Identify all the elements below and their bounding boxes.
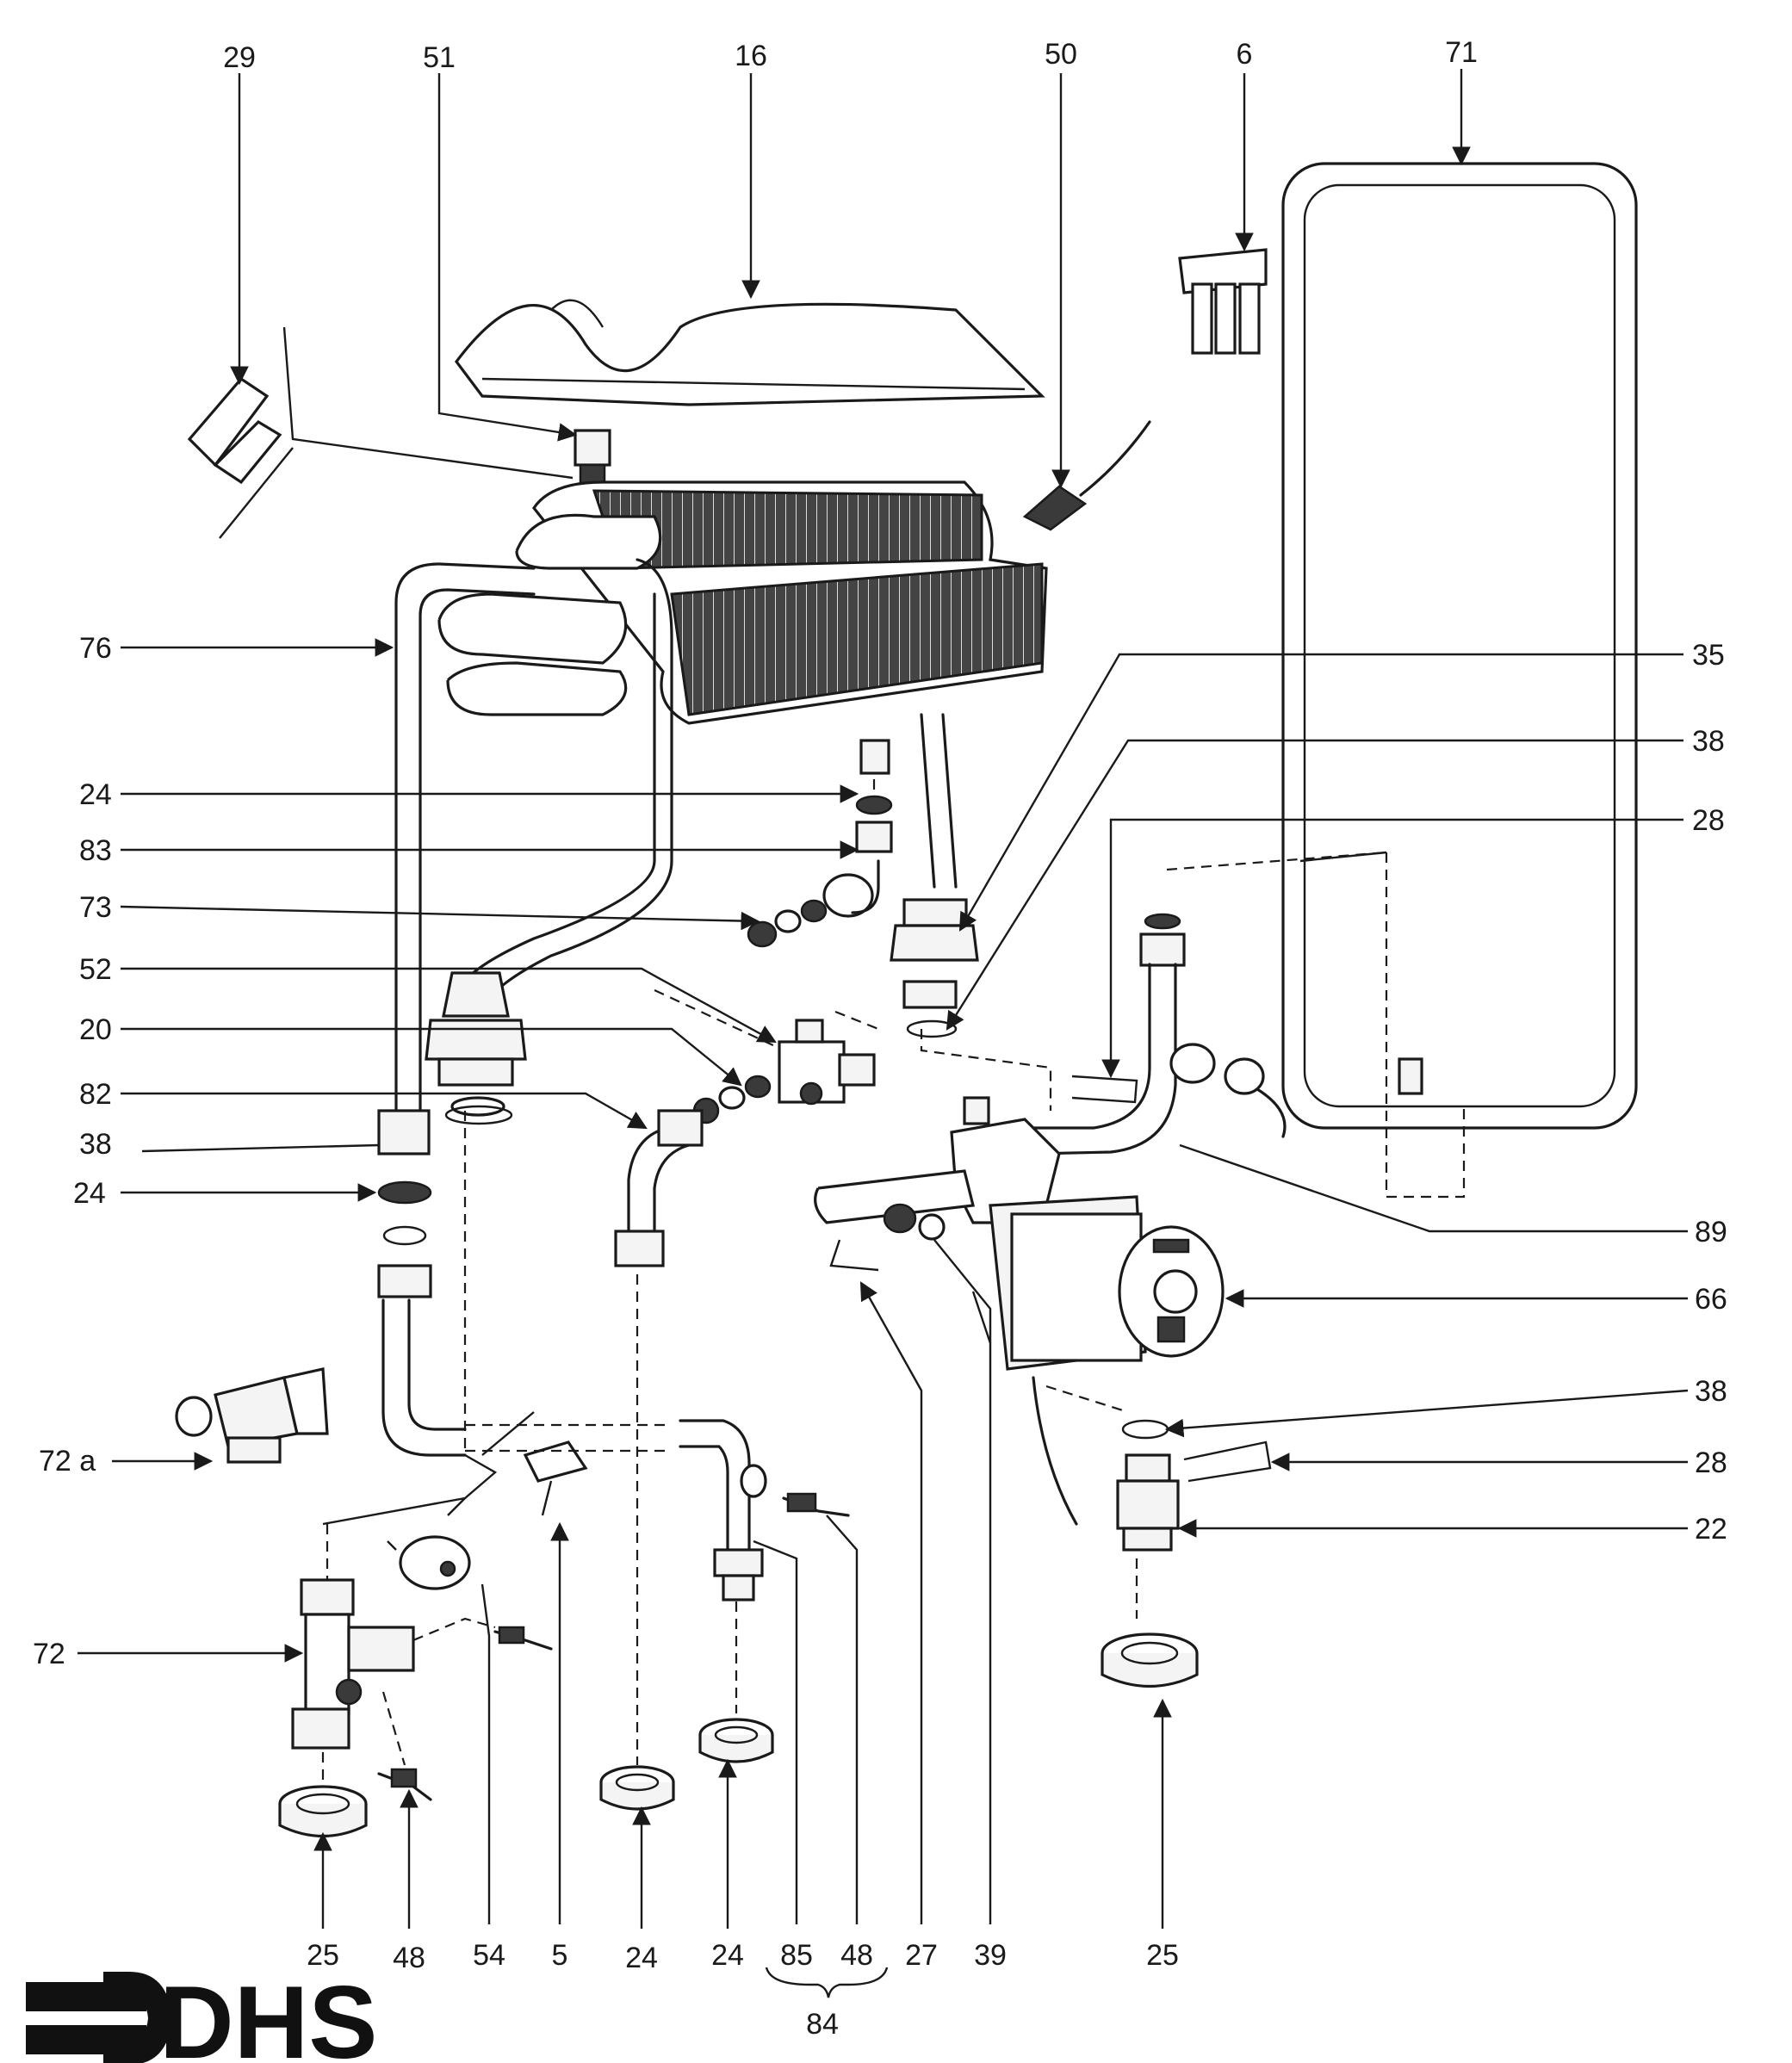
clip-part: [187, 376, 282, 485]
return-pipe: [481, 558, 673, 1018]
callout-76: 76: [79, 632, 112, 665]
callout-25-b: 25: [1146, 1939, 1179, 1972]
connector-22: [1116, 1453, 1180, 1552]
callout-28-a: 28: [1692, 804, 1725, 837]
callout-6: 6: [1237, 38, 1253, 71]
clip-28-upper: [1071, 1075, 1138, 1104]
callout-25-a: 25: [307, 1939, 339, 1972]
flow-pipe-inner: [419, 588, 536, 1130]
left-fitting-stack: [377, 1109, 432, 1298]
nut-83: [855, 821, 893, 853]
callout-72a: 72 a: [39, 1445, 96, 1478]
valve-body: [778, 1019, 876, 1106]
fitting-82: [657, 1109, 704, 1147]
washer-24-upper: [855, 795, 893, 815]
probe-right: [782, 1492, 850, 1517]
circulating-pump: [950, 1096, 1225, 1526]
washer-stack-lower: [692, 1075, 772, 1124]
bracket-part: [1178, 248, 1268, 355]
callout-89: 89: [1695, 1216, 1727, 1248]
nut-24-centre: [614, 1230, 665, 1267]
callout-73: 73: [79, 891, 112, 924]
callout-83: 83: [79, 834, 112, 867]
right-pipe-assembly: [890, 713, 979, 1038]
callout-50: 50: [1045, 38, 1077, 71]
sensor-54: [387, 1535, 471, 1590]
lower-left-pipe: [381, 1298, 467, 1457]
callout-35: 35: [1692, 639, 1725, 672]
dhs-logo: DHS: [26, 1965, 377, 2063]
assembly-dashed-lines: [321, 779, 1466, 1782]
callout-38-c: 38: [1695, 1375, 1727, 1408]
locknut-25-right: [1101, 1632, 1199, 1688]
callout-39: 39: [974, 1939, 1007, 1972]
heat-exchanger: [437, 480, 1048, 725]
locknut-24-right: [698, 1718, 774, 1763]
callout-84: 84: [806, 2008, 839, 2041]
leader-frame-lines: [219, 326, 1387, 1526]
elbow-upper-right: [851, 859, 880, 914]
probe-left: [377, 1768, 432, 1801]
expansion-vessel: [1281, 162, 1638, 1130]
pump-pipe: [1032, 913, 1287, 1155]
callout-24-d: 24: [711, 1939, 744, 1972]
callout-66: 66: [1695, 1283, 1727, 1316]
lower-left-pipe-inner: [407, 1298, 467, 1431]
callout-5: 5: [552, 1939, 568, 1972]
pump-inlet: [814, 1169, 975, 1272]
safety-valve: [175, 1367, 329, 1464]
callout-48-b: 48: [840, 1939, 873, 1972]
callout-54: 54: [473, 1939, 505, 1972]
clip-28-lower: [1183, 1440, 1272, 1483]
logo-text: DHS: [159, 1965, 377, 2063]
fitting-upper-right: [859, 739, 890, 775]
callout-22: 22: [1695, 1513, 1727, 1546]
o-ring-right: [1121, 1419, 1169, 1440]
callout-48-a: 48: [393, 1942, 425, 1974]
callout-24-a: 24: [79, 778, 112, 811]
callout-52: 52: [79, 953, 112, 986]
callout-29: 29: [223, 41, 256, 74]
probe-tee-side: [493, 1626, 553, 1651]
callout-51: 51: [423, 41, 456, 74]
callout-38-b: 38: [1692, 725, 1725, 758]
callout-28-b: 28: [1695, 1447, 1727, 1479]
clip-5: [523, 1440, 588, 1516]
callout-20: 20: [79, 1013, 112, 1046]
combustion-hood: [454, 299, 1045, 406]
callout-24-b: 24: [73, 1177, 106, 1210]
callout-27: 27: [905, 1939, 938, 1972]
callout-72: 72: [33, 1638, 65, 1670]
union-fitting: [425, 971, 527, 1117]
locknut-25-left: [278, 1785, 368, 1837]
callout-16: 16: [735, 40, 767, 72]
callout-85: 85: [780, 1939, 813, 1972]
leader-arrows: [78, 69, 1689, 1998]
pipe-82-inner: [653, 1143, 691, 1233]
lower-centre-pipe: [679, 1419, 767, 1601]
flow-pipe: [394, 562, 536, 1130]
callout-labels: 29 51 16 50 6 71 76 24 83 73 52 20 82 38…: [33, 36, 1727, 2041]
callout-82: 82: [79, 1078, 112, 1111]
locknut-24-centre: [599, 1765, 675, 1811]
callout-24-c: 24: [625, 1942, 658, 1974]
sensor-part: [1022, 420, 1151, 531]
tee-fitting: [291, 1578, 415, 1750]
washer-stack-upper: [747, 873, 874, 948]
callout-71: 71: [1445, 36, 1478, 69]
o-ring-left: [444, 1105, 513, 1125]
callout-38-a: 38: [79, 1128, 112, 1161]
